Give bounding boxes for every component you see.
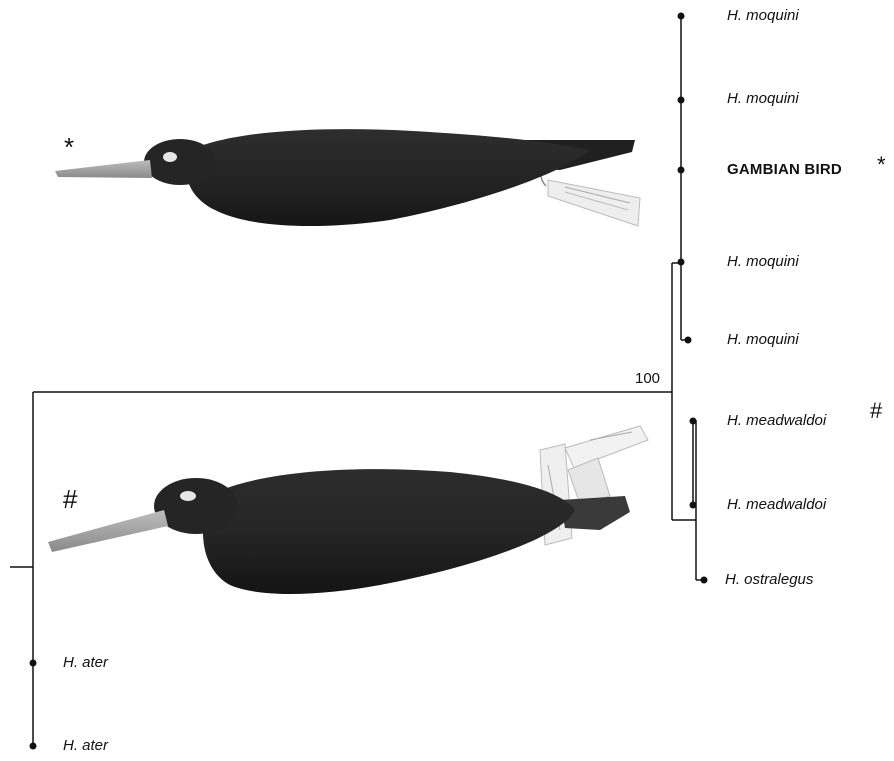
taxon-label-t6: H. meadwaldoi — [727, 412, 826, 429]
gambian-asterisk-marker: * — [877, 152, 886, 178]
specimen-bottom-marker: # — [63, 484, 77, 515]
meadwaldoi-hash-marker: # — [870, 398, 882, 424]
taxon-label-t9: H. ater — [63, 654, 108, 671]
specimen-top-tag — [548, 180, 640, 226]
node-t5 — [685, 337, 692, 344]
taxon-label-t2: H. moquini — [727, 90, 799, 107]
node-t6 — [690, 418, 697, 425]
bootstrap-value: 100 — [635, 370, 660, 387]
tree-tip-nodes — [30, 13, 708, 750]
node-t9 — [30, 660, 37, 667]
specimen-top-gambian — [55, 129, 640, 226]
taxon-label-t7: H. meadwaldoi — [727, 496, 826, 513]
node-t1 — [678, 13, 685, 20]
taxon-label-t8: H. ostralegus — [725, 571, 813, 588]
specimen-bottom-meadwaldoi — [48, 426, 648, 594]
node-t10 — [30, 743, 37, 750]
specimen-top-head — [144, 139, 216, 185]
tree-branches — [10, 15, 704, 746]
node-t3 — [678, 167, 685, 174]
specimen-top-body — [186, 129, 590, 226]
specimen-top-marker: * — [64, 132, 74, 163]
specimen-bottom-tag-2 — [565, 426, 648, 468]
specimen-bottom-body — [203, 469, 575, 594]
specimen-bottom-eye — [180, 491, 196, 501]
node-t2 — [678, 97, 685, 104]
taxon-label-t10: H. ater — [63, 737, 108, 754]
specimen-top-eye — [163, 152, 177, 162]
taxon-label-gambian-bird: GAMBIAN BIRD — [727, 161, 842, 178]
taxon-label-t4: H. moquini — [727, 253, 799, 270]
taxon-label-t1: H. moquini — [727, 7, 799, 24]
node-t8 — [701, 577, 708, 584]
specimen-bottom-bill — [48, 510, 168, 552]
node-t4 — [678, 259, 685, 266]
taxon-label-t5: H. moquini — [727, 331, 799, 348]
node-t7 — [690, 502, 697, 509]
